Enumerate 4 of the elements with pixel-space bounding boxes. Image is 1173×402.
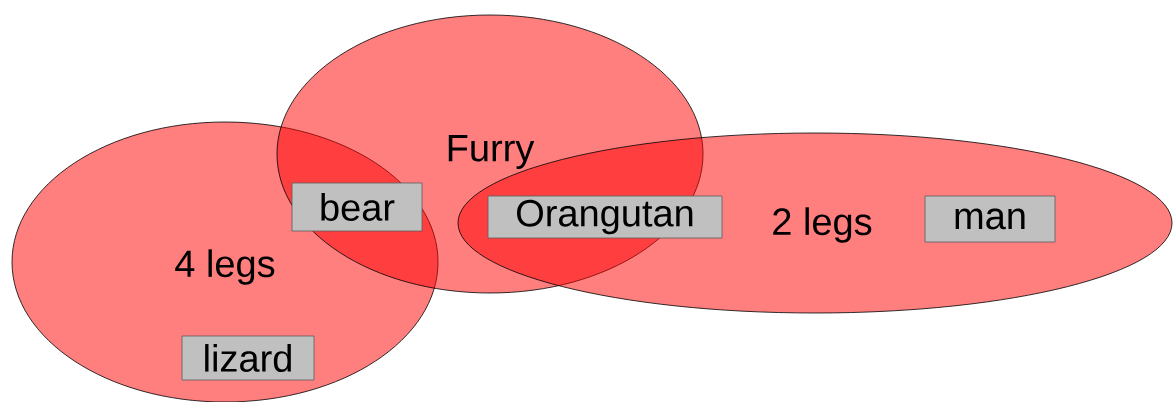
- label-box: Orangutan: [487, 195, 723, 239]
- label-box: bear: [291, 182, 423, 232]
- label-box: lizard: [181, 335, 315, 381]
- label-box: man: [924, 195, 1056, 243]
